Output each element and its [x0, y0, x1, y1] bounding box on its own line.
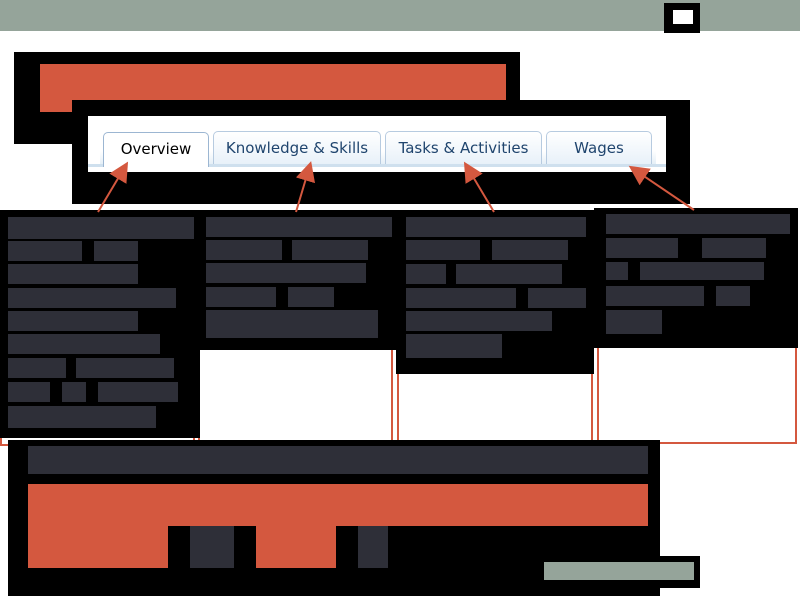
col1-line [8, 311, 138, 331]
col3-line [406, 334, 502, 358]
col2-line [206, 310, 378, 338]
col1-line [8, 288, 176, 308]
bottom-banner-redacted [28, 484, 648, 526]
arrow-icon [463, 161, 495, 213]
tab-overview[interactable]: Overview [103, 132, 209, 167]
col2-line [288, 287, 334, 307]
gray-button-redacted[interactable] [544, 562, 694, 580]
col3-line [406, 264, 446, 284]
col4-line [716, 286, 750, 306]
col3-line [492, 240, 568, 260]
col1-line [76, 358, 174, 378]
col1-line [98, 382, 178, 402]
arrow-icon [295, 161, 316, 213]
arrow-icon [97, 161, 129, 213]
col3-line [528, 288, 586, 308]
col1-line [8, 334, 160, 354]
bottom-heading-redacted [28, 446, 648, 474]
col1-line [8, 358, 66, 378]
tab-knowledge-skills[interactable]: Knowledge & Skills [213, 131, 381, 164]
col3-line [406, 311, 552, 331]
col2-line [206, 217, 392, 237]
col1-line [94, 241, 138, 261]
col2-line [206, 240, 282, 260]
arrow-icon [628, 165, 695, 211]
tab-tasks-activities[interactable]: Tasks & Activities [385, 131, 542, 164]
col3-line [406, 288, 516, 308]
bottom-button-1-redacted[interactable] [28, 526, 168, 568]
col1-line [8, 217, 194, 239]
col1-line [62, 382, 86, 402]
col1-line [8, 382, 50, 402]
col4-line [606, 262, 628, 280]
col1-line [8, 241, 82, 261]
col4-line [702, 238, 766, 258]
col4-line [606, 238, 678, 258]
bottom-button-2-redacted[interactable] [256, 526, 336, 568]
col2-line [206, 263, 366, 283]
tab-strip-baseline [88, 164, 666, 167]
col3-line [406, 240, 480, 260]
col3-line [456, 264, 562, 284]
bottom-text-1-redacted [190, 526, 234, 568]
col4-line [606, 310, 662, 334]
col4-line [606, 214, 790, 234]
col4-line [640, 262, 764, 280]
col1-line [8, 406, 156, 428]
close-icon[interactable] [664, 3, 700, 33]
col1-line [8, 264, 138, 284]
bottom-text-2-redacted [358, 526, 388, 568]
col2-line [292, 240, 368, 260]
col2-line [206, 287, 276, 307]
col3-line [406, 217, 586, 237]
col4-line [606, 286, 704, 306]
tab-wages[interactable]: Wages [546, 131, 652, 164]
